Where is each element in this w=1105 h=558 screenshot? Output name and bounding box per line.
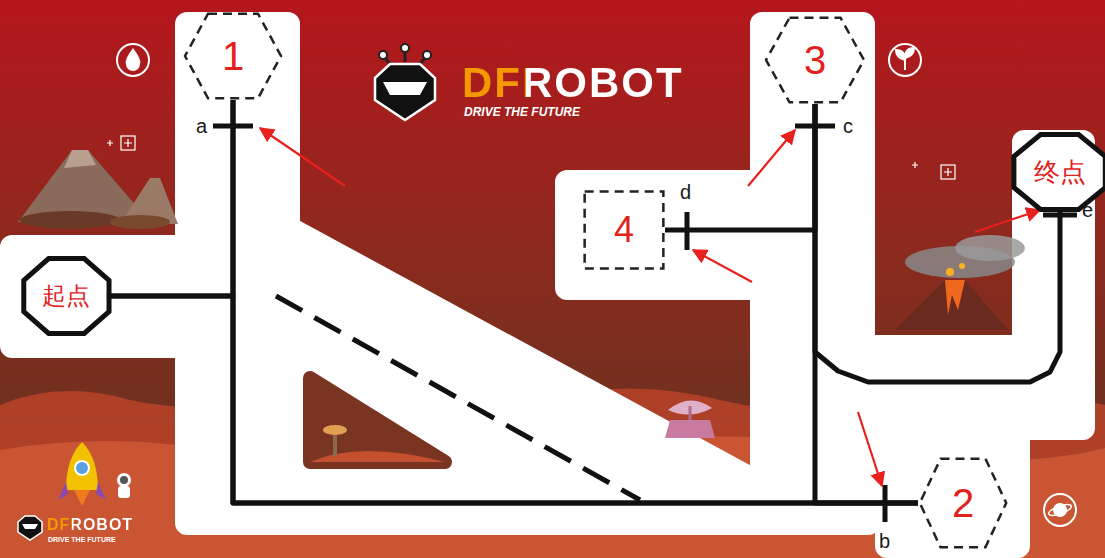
right-volcano (895, 235, 1025, 330)
left-volcanoes (18, 150, 178, 229)
terminal-octagon: 起点 (22, 257, 111, 335)
outline-shape (920, 459, 1006, 547)
satellite-dish (665, 400, 715, 438)
dashed-track (276, 296, 640, 500)
point-letter: a (196, 116, 207, 136)
station-label: 2 (952, 483, 974, 523)
inner-island (310, 378, 445, 462)
island-ground (310, 451, 445, 462)
outline-shape (585, 192, 664, 269)
robot-logo (375, 44, 435, 120)
station-hexagon: 2 (918, 457, 1008, 549)
station-hexagon: 3 (764, 16, 866, 104)
track-line (110, 100, 233, 296)
rocket (58, 442, 106, 506)
station-label: 4 (614, 212, 634, 248)
tower (323, 425, 347, 456)
astronaut (117, 473, 131, 498)
stop-marks (213, 126, 1077, 522)
point-letter: d (680, 182, 691, 202)
station-square: 4 (583, 190, 665, 270)
outline-shape (1014, 135, 1105, 210)
point-letter: b (879, 531, 890, 551)
station-label: 3 (804, 40, 826, 80)
robot-logo-small (18, 516, 42, 540)
road (12, 24, 1083, 546)
planet-icon (1044, 494, 1076, 526)
outline-shape (185, 14, 281, 98)
brand-logo-text: DFROBOT (462, 62, 684, 104)
track-line (815, 104, 918, 503)
point-letter: c (843, 116, 853, 136)
outline-shape (23, 259, 108, 334)
outline-shape (766, 18, 864, 102)
plant-icon (889, 44, 921, 76)
brand-slogan: DRIVE THE FUTURE (48, 536, 116, 543)
brand-logo-text: DFROBOT (47, 517, 133, 533)
point-letter: e (1082, 200, 1093, 220)
water-icon (117, 44, 149, 76)
station-label: 终点 (1034, 159, 1086, 185)
station-hexagon: 1 (183, 12, 283, 100)
track-line (665, 104, 815, 230)
track-line (815, 104, 1060, 382)
brand-slogan: DRIVE THE FUTURE (464, 106, 580, 118)
callout-arrows (260, 128, 1040, 486)
station-label: 起点 (42, 284, 90, 308)
station-label: 1 (222, 36, 244, 76)
